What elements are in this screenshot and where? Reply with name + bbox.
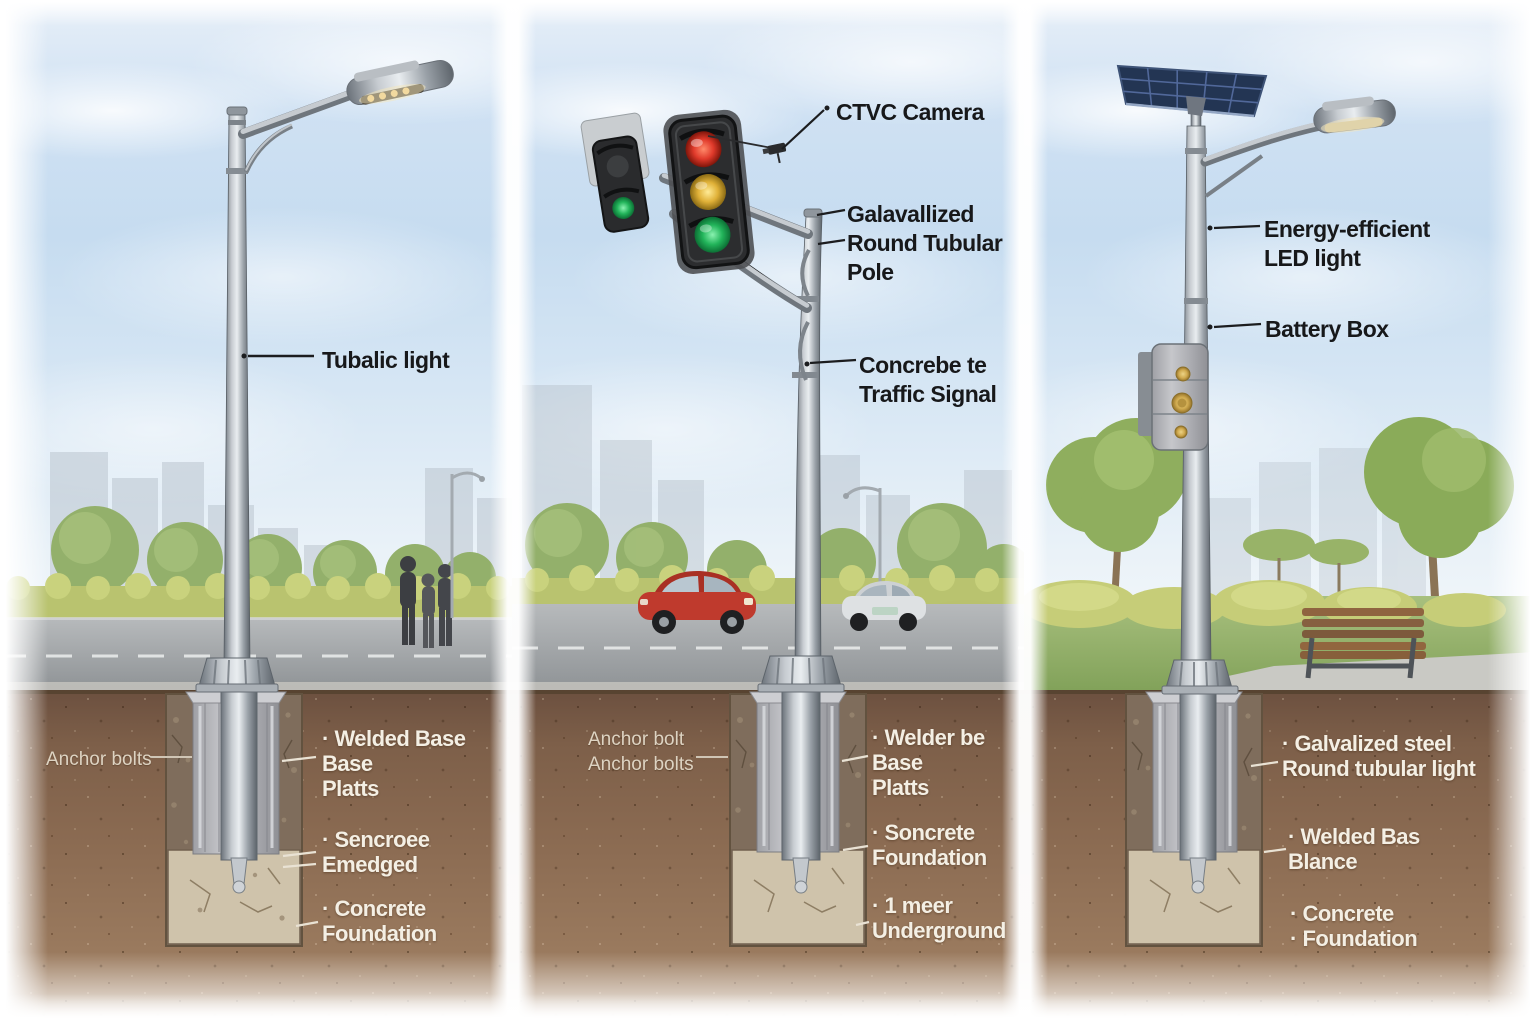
anchor-bolt: [792, 857, 810, 885]
yellow-light: [690, 174, 726, 210]
street-light-pole: [195, 59, 454, 693]
label-anchor-bolts: Anchor bolt Anchor bolts: [588, 729, 694, 775]
battery-knob: [1175, 366, 1191, 382]
label-led-light: Energy-efficient LED light: [1264, 216, 1430, 271]
panel-solar-led: Energy-efficient LED light Battery Box ·…: [1024, 0, 1536, 1024]
red-car: [638, 570, 756, 634]
anchor-bolt-rods: [762, 706, 834, 846]
traffic-signal-scene: [512, 105, 1024, 947]
cctv-camera: [762, 142, 787, 164]
label-battery-box: Battery Box: [1265, 316, 1389, 342]
park-bench: [1300, 608, 1426, 679]
arm-gusset: [798, 321, 810, 381]
pedestrian-signal: [580, 112, 650, 233]
red-light: [685, 131, 722, 168]
label-embedded-section: · Sencroee Emedged: [322, 827, 430, 878]
foundation-cross-section: [165, 687, 303, 947]
label-concrete-foundation: · Concrete Foundation: [322, 896, 437, 947]
anchor-bolt-rods: [198, 706, 274, 848]
battery-knob: [1174, 425, 1188, 439]
pedestrians: [400, 556, 452, 648]
arm-gusset: [800, 248, 811, 297]
pole-underground: [1179, 687, 1217, 861]
anchor-bolt-rods: [1158, 706, 1232, 846]
street-light-scene: [0, 59, 512, 947]
bushes: [1024, 580, 1506, 629]
label-welded-base-plate: · Welded Base Base Platts: [322, 726, 466, 802]
foundation-cross-section: [729, 687, 867, 947]
label-concrete-foundation: · Concrete · Foundation: [1290, 901, 1418, 952]
solar-led-pole: [1116, 64, 1396, 695]
park-path: [1164, 652, 1536, 690]
battery-box: [1138, 343, 1209, 451]
label-concrete-foundation: · Soncrete Foundation: [872, 820, 987, 871]
label-galvanized-steel: · Galvalized steel Round tubular light: [1282, 731, 1476, 782]
label-traffic-signal: Concrebe te Traffic Signal: [859, 352, 997, 407]
solar-led-scene: [1024, 64, 1536, 947]
panel-street-light: Tubalic light Anchor bolts · Welded Base…: [0, 0, 512, 1024]
pole-base-flange: [757, 655, 845, 693]
label-depth-underground: · 1 meer Underground: [872, 893, 1006, 944]
foundation-cross-section: [1125, 687, 1263, 947]
lamp-arm: [1200, 121, 1325, 167]
pole-base-flange: [195, 657, 279, 693]
leader-lines: [1207, 224, 1287, 854]
leader-lines: [696, 105, 870, 927]
white-car: [842, 580, 926, 631]
arm-strut: [1204, 154, 1264, 198]
pole-underground: [781, 687, 821, 861]
pole-underground: [220, 687, 258, 861]
label-anchor-bolts: Anchor bolts: [46, 749, 152, 770]
label-galvanized-pole: Galavallized Round Tubular Pole: [847, 201, 1003, 285]
anchor-bolt: [230, 857, 248, 885]
green-light: [694, 216, 731, 253]
led-lamp-head: [1313, 96, 1396, 134]
camera-wire: [707, 135, 773, 149]
traffic-light-head: [663, 109, 755, 274]
anchor-bolt: [1189, 857, 1207, 885]
distant-street-lamp: [450, 471, 485, 618]
solar-panel: [1116, 64, 1268, 118]
street-lamp-head: [346, 59, 454, 106]
label-welded-base-plate: · Welded Bas Blance: [1288, 824, 1420, 875]
pedestrian-green-light: [612, 196, 635, 219]
panel-traffic-signal: CTVC Camera Galavallized Round Tubular P…: [512, 0, 1024, 1024]
traffic-signal-pole: [580, 109, 845, 693]
leader-lines: [150, 353, 319, 928]
label-welded-base-plate: · Welder be Base Platts: [872, 725, 985, 801]
label-tubalic-light: Tubalic light: [322, 347, 450, 373]
pole-base-flange: [1161, 659, 1239, 695]
label-cctv-camera: CTVC Camera: [836, 99, 984, 125]
